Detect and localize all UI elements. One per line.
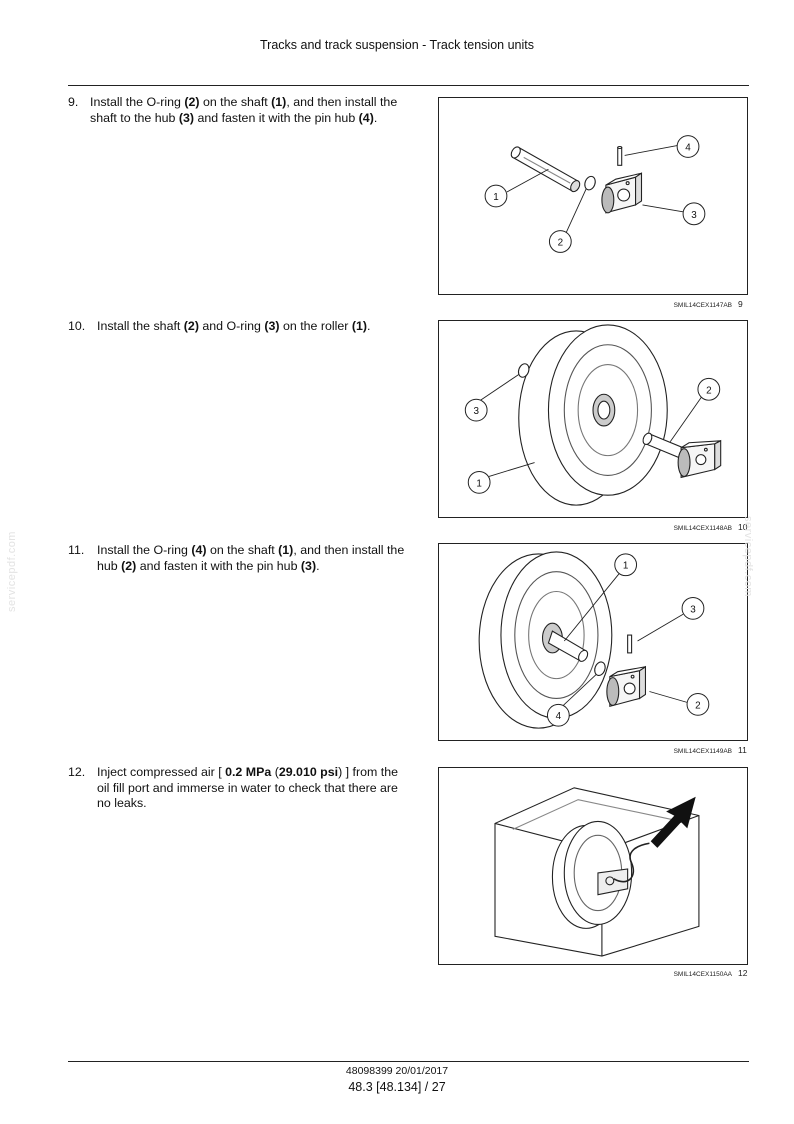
figure-9-drawing: 1 2 3 4 [484, 135, 706, 253]
step-text-run: Install the O-ring [90, 95, 185, 109]
step-text-run: . [316, 558, 320, 573]
callout-label-1: 1 [623, 561, 629, 572]
step-text-bold: (3) [264, 319, 280, 333]
figure-code: SMIL14CEX1150AA [673, 971, 732, 978]
step-number: 9. [68, 95, 79, 109]
figure-11-hub-install: 1 2 3 4 [438, 543, 748, 741]
step-text-bold: (4) [358, 110, 374, 125]
callout-2 [686, 692, 710, 716]
callout-3 [682, 202, 706, 226]
step-text-run: ) ] from the oil fill port and immerse i… [97, 765, 398, 810]
step-number: 11. [68, 543, 85, 557]
figure-10-drawing: 1 2 3 [464, 324, 722, 506]
figure-code: SMIL14CEX1148AB [673, 525, 732, 532]
step-text-bold: (2) [183, 319, 199, 333]
step-text-run: and fasten it with the pin hub [194, 110, 359, 125]
callout-3 [464, 398, 488, 422]
step-text-bold: 0.2 MPa [225, 765, 272, 779]
watermark-right: servicepdf.com [742, 516, 754, 597]
figure-number: 10 [738, 522, 748, 532]
figure-10-roller-shaft: 1 2 3 [438, 320, 748, 518]
step-text-bold: (1) [351, 319, 368, 333]
callout-3 [681, 596, 705, 620]
figure-11-drawing: 1 2 3 4 [478, 551, 710, 729]
step-text-run: on the shaft [199, 95, 272, 109]
callout-4 [676, 135, 700, 158]
callout-2 [697, 377, 721, 401]
step-text: Install the O-ring (4) on the shaft (1),… [97, 543, 411, 574]
step-9: 9. Install the O-ring (2) on the shaft (… [68, 95, 411, 126]
callout-4 [546, 703, 570, 727]
step-text-run: Install the O-ring [97, 543, 192, 557]
watermark-left: servicepdf.com [6, 531, 18, 612]
step-12: 12. Inject compressed air [ 0.2 MPa (29.… [68, 765, 411, 812]
callout-1 [614, 553, 638, 577]
callout-label-1: 1 [493, 192, 499, 203]
step-text-run: ( [271, 765, 279, 779]
callout-label-4: 4 [556, 711, 562, 722]
step-text-run: and O-ring [198, 319, 265, 333]
callout-label-2: 2 [558, 237, 564, 248]
step-text-run: Install the shaft [97, 319, 184, 333]
step-text-run: . [367, 319, 371, 333]
figure-code: SMIL14CEX1147AB [673, 302, 732, 309]
figure-9-caption: SMIL14CEX1147AB 9 [438, 299, 748, 309]
callout-label-2: 2 [695, 700, 701, 711]
step-text: Inject compressed air [ 0.2 MPa (29.010 … [97, 765, 411, 812]
figure-12-caption: SMIL14CEX1150AA 12 [438, 968, 748, 978]
callout-1 [467, 470, 491, 494]
callout-label-2: 2 [706, 385, 712, 396]
header-rule [68, 85, 749, 86]
figure-10-caption: SMIL14CEX1148AB 10 [438, 522, 748, 532]
callout-label-3: 3 [691, 210, 697, 221]
step-text-run: , and then install the shaft to the hub [90, 95, 398, 125]
page-header-title: Tracks and track suspension - Track tens… [260, 38, 534, 52]
figure-number: 9 [738, 299, 743, 309]
step-text-run: on the shaft [206, 543, 279, 557]
step-text-bold: (3) [300, 558, 317, 573]
footer-doc-ref: 48098399 20/01/2017 [345, 1065, 449, 1077]
step-text-bold: (2) [184, 95, 200, 109]
step-text-bold: (4) [191, 543, 207, 557]
step-text-run: on the roller [279, 319, 352, 333]
step-text-bold: (2) [121, 558, 137, 573]
step-11: 11. Install the O-ring (4) on the shaft … [68, 543, 411, 574]
step-text: Install the O-ring (2) on the shaft (1),… [90, 95, 411, 126]
footer-rule [68, 1061, 749, 1062]
callout-label-4: 4 [685, 142, 691, 153]
figure-11-caption: SMIL14CEX1149AB 11 [438, 745, 748, 755]
step-text-run: and fasten it with the pin hub [136, 558, 301, 573]
step-text-run: . [373, 110, 378, 125]
step-text-run: , and then install the hub [97, 543, 405, 573]
callout-2 [548, 230, 572, 253]
step-text-bold: 29.010 psi [278, 765, 339, 779]
step-text-run: Inject compressed air [ [97, 765, 226, 779]
step-number: 10. [68, 319, 86, 333]
step-text-bold: (1) [278, 543, 294, 557]
step-10: 10. Install the shaft (2) and O-ring (3)… [68, 319, 411, 335]
step-text: Install the shaft (2) and O-ring (3) on … [97, 319, 411, 335]
figure-9-shaft-hub-exploded: 1 2 3 4 [438, 97, 748, 295]
step-text-bold: (1) [271, 95, 287, 109]
figure-number: 11 [738, 745, 747, 755]
footer-page-number: 48.3 [48.134] / 27 [348, 1080, 446, 1094]
callout-label-3: 3 [690, 604, 696, 615]
figure-12-leak-test-tank [438, 767, 748, 965]
callout-label-1: 1 [476, 478, 482, 489]
figure-12-drawing [494, 787, 700, 957]
figure-code: SMIL14CEX1149AB [673, 748, 732, 755]
figure-number: 12 [738, 968, 748, 978]
callout-label-3: 3 [473, 406, 479, 417]
callout-1 [484, 184, 508, 208]
step-number: 12. [68, 765, 86, 779]
step-text-bold: (3) [178, 110, 195, 125]
arrow-icon [650, 796, 696, 848]
